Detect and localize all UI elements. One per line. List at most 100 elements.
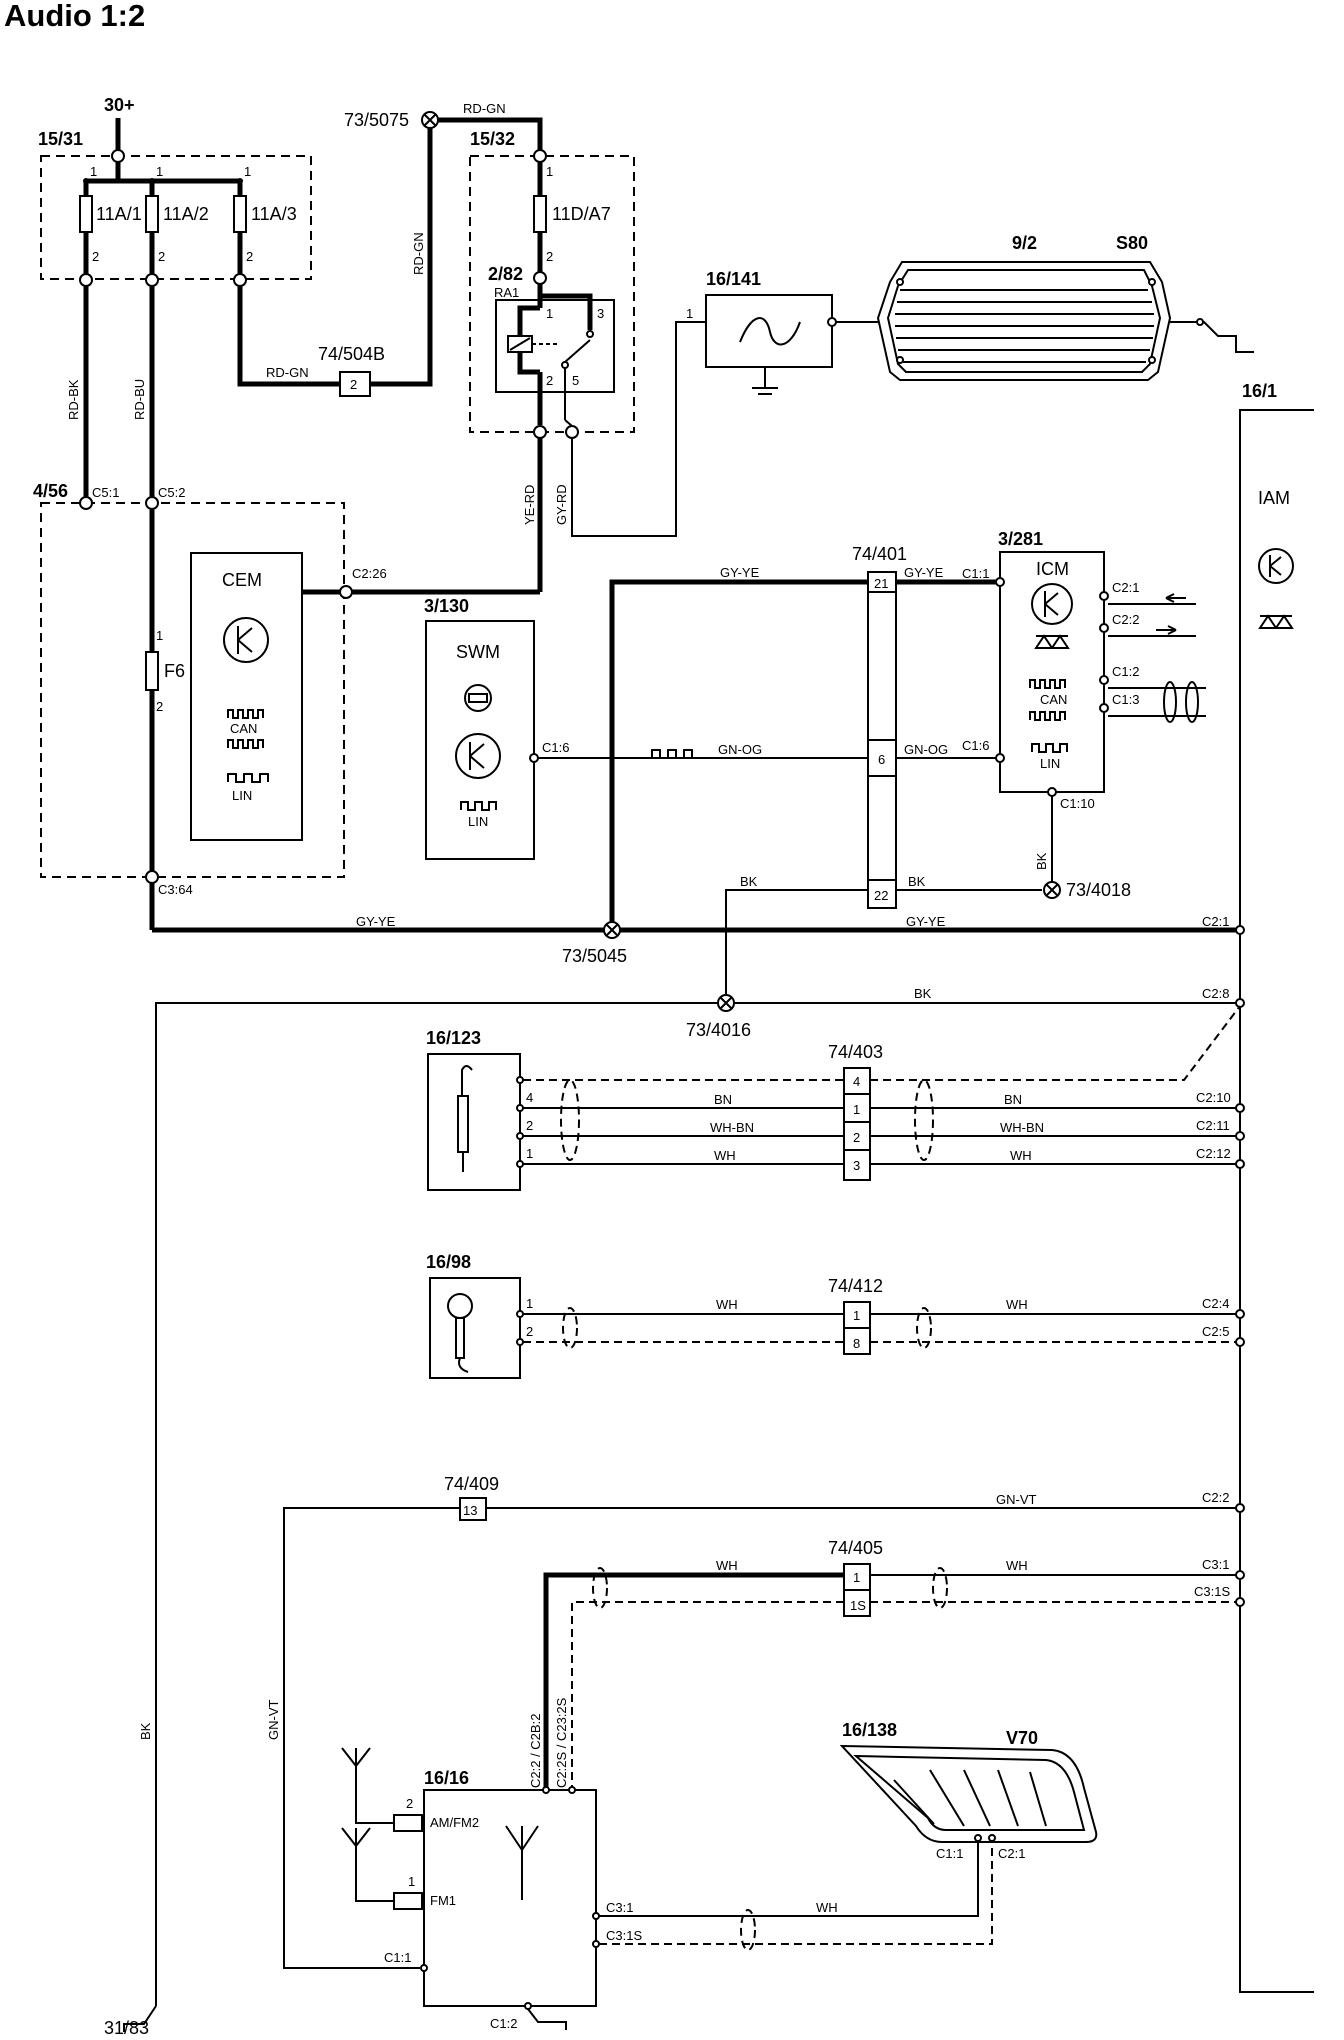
diagram-label: C2:8 bbox=[1202, 986, 1229, 1001]
diagram-label: 16/123 bbox=[426, 1028, 481, 1048]
fuse-label: 11A/3 bbox=[251, 204, 297, 224]
diagram-label: C1:1 bbox=[384, 1950, 411, 1965]
diagram-label: 8 bbox=[853, 1336, 860, 1351]
diagram-label: C2:1 bbox=[1202, 914, 1229, 929]
connector-74-412: 74/412 1 8 bbox=[828, 1276, 883, 1355]
diagram-label: BK bbox=[740, 874, 758, 889]
diagram-label: 2 bbox=[853, 1130, 860, 1145]
diagram-label: LIN bbox=[1040, 756, 1060, 771]
icm-module-3-281: 3/281 ICM CAN LIN C1:1 C1:6 C1:10 C2:1 C… bbox=[962, 529, 1206, 811]
diagram-label: C3:1 bbox=[606, 1900, 633, 1915]
diagram-label: 16/1 bbox=[1242, 381, 1277, 401]
ground-point-73-4018: 73/4018 bbox=[1043, 880, 1131, 900]
diagram-label: 16/98 bbox=[426, 1252, 471, 1272]
relaybox-15-32: 15/32 11D/A7 1 2 2/82 RA1 1 3 2 5 bbox=[469, 129, 635, 439]
side-window-antenna-16-138: 16/138 V70 C1:1 C2:1 bbox=[839, 1720, 1098, 1861]
diagram-label: F6 bbox=[164, 661, 185, 681]
diagram-label: 74/409 bbox=[444, 1474, 499, 1494]
diagram-label: LIN bbox=[468, 814, 488, 829]
diagram-label: C3:64 bbox=[158, 882, 193, 897]
diagram-label: FM1 bbox=[430, 1893, 456, 1908]
diagram-label: 4 bbox=[853, 1074, 860, 1089]
diagram-label: 1 bbox=[853, 1570, 860, 1585]
diagram-label: C2:1 bbox=[1112, 580, 1139, 595]
diagram-label: WH bbox=[1006, 1558, 1028, 1573]
diagram-label: 73/5045 bbox=[562, 946, 627, 966]
diagram-label: 1 bbox=[526, 1296, 533, 1311]
diagram-label: 5 bbox=[572, 373, 579, 388]
diagram-label: C2:2S / C23:2S bbox=[554, 1697, 569, 1788]
diagram-label: 1 bbox=[546, 306, 553, 321]
relay-ra1 bbox=[495, 299, 615, 393]
diagram-label: C2:2 / C2B:2 bbox=[528, 1714, 543, 1788]
ground-31-83: 31/83 bbox=[104, 2005, 157, 2038]
diagram-label: WH-BN bbox=[710, 1120, 754, 1135]
diagram-label: C2:1 bbox=[998, 1846, 1025, 1861]
diagram-label: 21 bbox=[874, 576, 888, 591]
diagram-label: C2:4 bbox=[1202, 1296, 1229, 1311]
connector-74-405: 74/405 1 1S bbox=[828, 1538, 883, 1617]
diagram-label: 3 bbox=[597, 306, 604, 321]
diagram-label: C2:2 bbox=[1202, 1490, 1229, 1505]
diagram-label: 74/405 bbox=[828, 1538, 883, 1558]
ground-point-73-5075: 73/5075 bbox=[344, 110, 439, 130]
diagram-label: 11D/A7 bbox=[552, 204, 611, 224]
diagram-label: GY-YE bbox=[906, 914, 946, 929]
diagram-label: 2 bbox=[526, 1118, 533, 1133]
diagram-label: 2 bbox=[158, 249, 165, 264]
diagram-label: C1:10 bbox=[1060, 796, 1095, 811]
diagram-label: 16/141 bbox=[706, 269, 761, 289]
diagram-label: 6 bbox=[878, 752, 885, 767]
diagram-label: AM/FM2 bbox=[430, 1815, 479, 1830]
diagram-label: 2 bbox=[350, 377, 357, 392]
connector-74-504b-label: 74/504B bbox=[318, 344, 385, 364]
diagram-label: RD-GN bbox=[463, 101, 506, 116]
cem-outline bbox=[40, 502, 345, 878]
diagram-label: C2:26 bbox=[352, 566, 387, 581]
diagram-label: C1:2 bbox=[1112, 664, 1139, 679]
diagram-label: 22 bbox=[874, 888, 888, 903]
diagram-label: CAN bbox=[230, 721, 257, 736]
diagram-label: 1 bbox=[853, 1102, 860, 1117]
diagram-label: 3 bbox=[853, 1158, 860, 1173]
diagram-label: 2 bbox=[526, 1324, 533, 1339]
diagram-label: BK bbox=[1034, 852, 1049, 870]
diagram-label: C1:3 bbox=[1112, 692, 1139, 707]
diagram-label: 74/403 bbox=[828, 1042, 883, 1062]
diagram-label: C1:2 bbox=[490, 2016, 517, 2031]
diagram-label: C2:5 bbox=[1202, 1324, 1229, 1339]
relay-label: RA1 bbox=[494, 285, 519, 300]
diagram-label: 1 bbox=[546, 164, 553, 179]
diagram-label: 1 bbox=[686, 306, 693, 321]
diagram-label: CAN bbox=[1040, 692, 1067, 707]
diagram-label: C1:1 bbox=[936, 1846, 963, 1861]
diagram-label: GN-VT bbox=[996, 1492, 1037, 1507]
diagram-label: 31/83 bbox=[104, 2018, 149, 2038]
diagram-label: C2:12 bbox=[1196, 1146, 1231, 1161]
diagram-label: CEM bbox=[222, 570, 262, 590]
diagram-label: BN bbox=[714, 1092, 732, 1107]
diagram-label: YE-RD bbox=[522, 485, 537, 525]
diagram-label: 1 bbox=[244, 164, 251, 179]
diagram-label: ICM bbox=[1036, 559, 1069, 579]
relay-id: 2/82 bbox=[488, 264, 523, 284]
diagram-label: 1 bbox=[156, 628, 163, 643]
diagram-label: RD-BK bbox=[66, 379, 81, 420]
diagram-label: WH bbox=[716, 1558, 738, 1573]
diagram-label: BK bbox=[914, 986, 932, 1001]
diagram-label: C5:1 bbox=[92, 485, 119, 500]
diagram-label: WH bbox=[716, 1297, 738, 1312]
diagram-label: LIN bbox=[232, 788, 252, 803]
diagram-label: C5:2 bbox=[158, 485, 185, 500]
diagram-label: GN-OG bbox=[718, 742, 762, 757]
diagram-label: 1S bbox=[850, 1598, 866, 1613]
relaybox-outline bbox=[469, 155, 635, 433]
diagram-label: WH bbox=[816, 1900, 838, 1915]
diagram-label: BK bbox=[138, 1722, 153, 1740]
diagram-label: 2 bbox=[246, 249, 253, 264]
diagram-label: 16/138 bbox=[842, 1720, 897, 1740]
ground-point-73-4016: 73/4016 bbox=[686, 994, 751, 1040]
diagram-label: C3:1 bbox=[1202, 1557, 1229, 1572]
diagram-label: WH bbox=[714, 1148, 736, 1163]
diagram-label: 74/401 bbox=[852, 544, 907, 564]
